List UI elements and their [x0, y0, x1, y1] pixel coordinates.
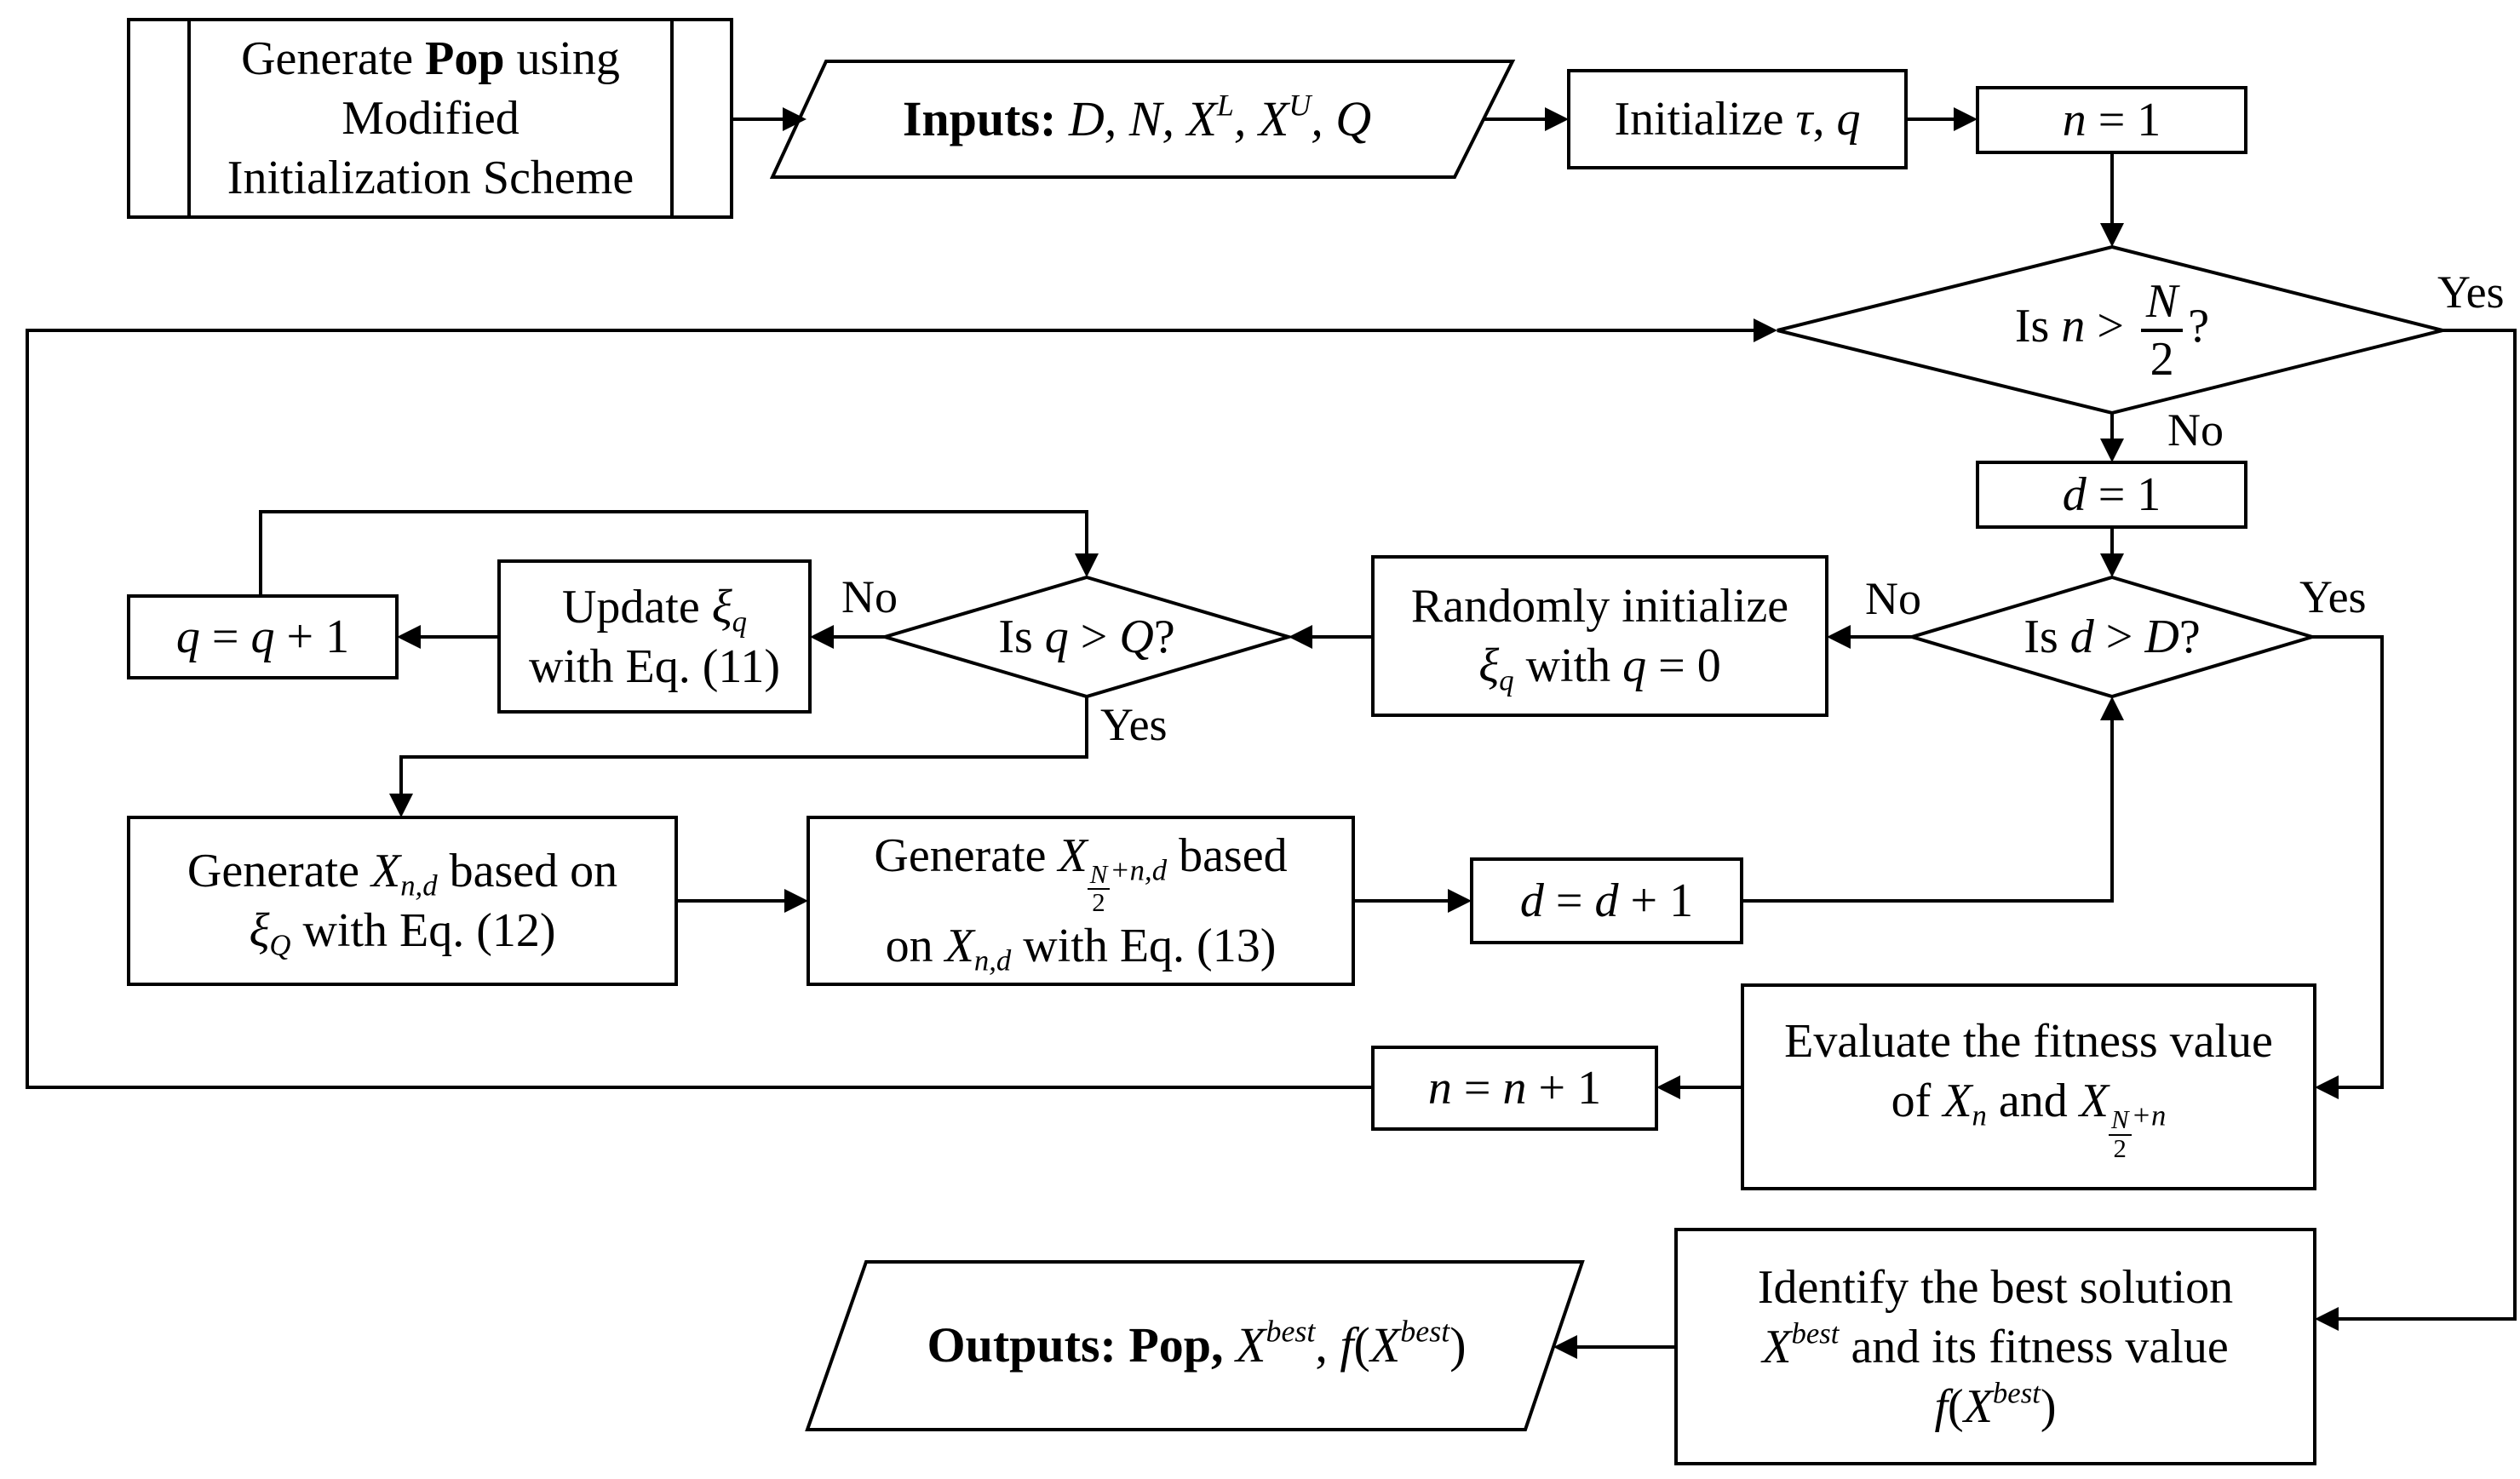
edge-isq-genxnd: [399, 697, 1088, 807]
arrowhead: [1448, 889, 1472, 913]
arrowhead: [1754, 318, 1777, 342]
arrowhead: [2100, 439, 2124, 462]
outputs-text: Outputs: Pop, Xbest, f(Xbest): [927, 1314, 1467, 1373]
q-incr-text: q = q + 1: [175, 611, 350, 663]
evaluate-line1: Evaluate the fitness value: [1784, 1015, 2273, 1069]
arrowhead: [397, 625, 421, 649]
edge-dincr-isd: [1742, 707, 2114, 903]
arrowhead: [2100, 223, 2124, 247]
generate-pop-line1a: Generate: [241, 32, 426, 85]
arrowhead: [2315, 1075, 2339, 1099]
label-n-yes: Yes: [2437, 267, 2505, 318]
arrowhead: [1545, 107, 1569, 131]
n-eq-1-text: n = 1: [2062, 94, 2161, 146]
label-q-yes: Yes: [1100, 699, 1168, 750]
d-eq-1-text: d = 1: [2062, 468, 2161, 521]
inputs-parallelogram: [769, 60, 1516, 179]
identify-text: Identify the best solution Xbest and its…: [1676, 1230, 2315, 1464]
arrowhead: [810, 625, 834, 649]
update-xi-text: Update ξq with Eq. (11): [529, 580, 780, 693]
arrowhead: [1954, 107, 1978, 131]
arrowhead: [1656, 1075, 1680, 1099]
identify-line1: Identify the best solution: [1757, 1260, 2234, 1314]
is-d-text: Is d > D?: [2023, 611, 2201, 663]
inputs-label: Inputs:: [902, 90, 1057, 146]
inputs-text: Inputs: D, N, XL, XU, Q: [809, 61, 1465, 177]
generate-pop-line1c: using: [504, 32, 620, 85]
arrowhead: [1289, 625, 1312, 649]
edge-nincr-loop: [26, 329, 1767, 1089]
label-d-yes: Yes: [2299, 571, 2367, 622]
arrowhead: [783, 107, 807, 131]
d-incr-text: d = d + 1: [1519, 874, 1694, 927]
arrowhead: [389, 794, 413, 817]
outputs-label: Outputs: Pop,: [927, 1317, 1224, 1373]
label-q-no: No: [841, 571, 898, 622]
generate-pop-line2: Modified: [342, 92, 519, 145]
inputs-math: D, N, XL, XU, Q: [1068, 88, 1372, 146]
random-init-line1: Randomly initialize: [1410, 580, 1789, 633]
generate-pop-pop: Pop: [425, 32, 505, 85]
label-n-no: No: [2167, 404, 2224, 456]
arrowhead: [1075, 553, 1099, 577]
edge-qincr-loop: [259, 510, 1088, 596]
random-init-text: Randomly initialize ξq with q = 0: [1373, 557, 1827, 715]
n-incr-text: n = n + 1: [1427, 1062, 1602, 1115]
arrowhead: [2100, 697, 2124, 720]
is-q-text: Is q > Q?: [998, 611, 1175, 663]
arrowhead: [2315, 1307, 2339, 1331]
label-d-no: No: [1865, 573, 1921, 624]
arrowhead: [1827, 625, 1851, 649]
edge-isn-identify: [2325, 329, 2517, 1321]
init-tau-q-text: Initialize τ, q: [1614, 93, 1861, 146]
arrowhead: [1553, 1335, 1577, 1359]
edge-isd-evaluate: [2312, 635, 2384, 1089]
generate-pop-text: Generate Pop using Modified Initializati…: [189, 20, 672, 217]
generate-pop-line3: Initialization Scheme: [227, 152, 634, 204]
gen-xnd-text: Generate Xn,d based on ξQ with Eq. (12): [187, 845, 618, 962]
arrowhead: [2100, 553, 2124, 577]
outputs-parallelogram: [805, 1260, 1585, 1431]
arrowhead: [784, 889, 808, 913]
